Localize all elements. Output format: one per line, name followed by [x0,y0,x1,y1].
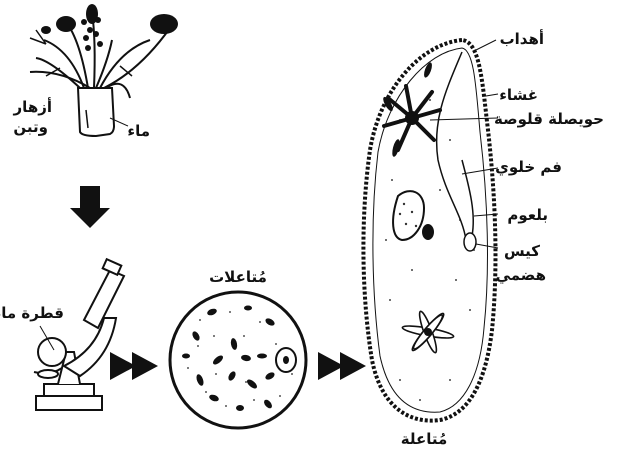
label-gullet: بلعوم [507,206,548,224]
double-arrow-2 [318,352,366,380]
label-contractile-vacuole: حويصلة قلوصة [494,110,604,128]
highlighted-paramecium-nucleus [283,356,289,364]
flower-vase-illustration [30,12,170,136]
food-vacuole [464,233,476,251]
label-digestive-sac-1: كيس [504,242,540,260]
label-cilia: أهداب [500,29,544,48]
label-paramecia: مُتاعلات [209,268,267,286]
micronucleus [422,224,434,240]
label-flowers-and-hay-2: وتبن [13,118,48,136]
label-digestive-sac-2: هضمي [496,266,546,284]
label-water: ماء [127,122,150,140]
double-arrow-1 [110,352,158,380]
down-arrow [70,186,110,228]
label-paramecium: مُتاعلة [401,430,448,448]
label-water-drop: قطرة ماء [0,304,64,322]
label-flowers-and-hay-1: أزهار [13,97,52,116]
microscope-illustration [34,259,124,410]
label-cell-mouth: فم خلوي [495,158,562,177]
label-membrane: غشاء [499,86,538,104]
